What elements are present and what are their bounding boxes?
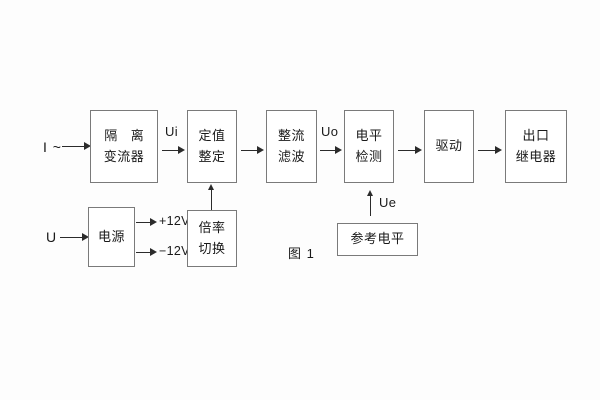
rail-positive-label: +12V	[159, 214, 190, 228]
block-ratio-switch-line1: 倍率	[198, 220, 226, 236]
block-ratio-switch[interactable]: 倍率 切换	[187, 210, 237, 267]
rail-negative-head	[150, 248, 157, 256]
block-setting-line1: 定值	[198, 128, 226, 144]
block-level-detect-line1: 电平	[355, 128, 383, 144]
arrow-ratio-setting-head	[208, 184, 214, 190]
arrow-setting-rectify-line	[241, 150, 259, 151]
block-level-detect-line2: 检测	[355, 148, 383, 164]
rail-positive-line	[136, 222, 152, 223]
block-setting[interactable]: 定值 整定	[187, 110, 237, 183]
arrow-ui-head	[178, 146, 185, 154]
arrow-ui-line	[162, 150, 180, 151]
rail-positive-head	[150, 218, 157, 226]
voltage-input-label: U	[46, 229, 57, 245]
arrow-current-head	[84, 142, 91, 150]
arrow-uo-line	[320, 150, 337, 151]
arrow-ratio-setting-line	[211, 190, 212, 210]
arrow-driver-relay-line	[478, 150, 497, 151]
block-isolation-ct-line2: 变流器	[103, 148, 145, 164]
block-ratio-switch-line2: 切换	[198, 240, 226, 256]
block-driver-line1: 驱动	[435, 138, 463, 154]
arrow-current-line	[62, 146, 86, 147]
block-setting-line2: 整定	[198, 148, 226, 164]
arrow-level-driver-line	[398, 150, 417, 151]
block-rectify-filter-line2: 滤波	[277, 148, 305, 164]
block-power-supply[interactable]: 电源	[88, 207, 135, 267]
block-power-supply-line1: 电源	[97, 228, 125, 244]
signal-label-ue: Ue	[379, 195, 397, 210]
arrow-driver-relay-head	[495, 146, 502, 154]
arrow-uo-head	[335, 146, 342, 154]
arrow-voltage-head	[82, 233, 89, 241]
block-rectify-filter-line1: 整流	[277, 128, 305, 144]
block-isolation-ct[interactable]: 隔 离 变流器	[90, 110, 158, 183]
block-isolation-ct-line1: 隔 离	[104, 128, 149, 144]
signal-label-ui: Ui	[165, 124, 178, 139]
arrow-voltage-line	[60, 237, 84, 238]
block-level-detect[interactable]: 电平 检测	[344, 110, 394, 183]
arrow-level-driver-head	[415, 146, 422, 154]
signal-label-uo: Uo	[321, 124, 339, 139]
arrow-ue-line	[370, 196, 371, 216]
current-input-label: I ~	[43, 139, 62, 155]
block-output-relay[interactable]: 出口 继电器	[505, 110, 567, 183]
rail-negative-line	[136, 252, 152, 253]
rail-negative-label: −12V	[159, 244, 190, 258]
block-driver[interactable]: 驱动	[424, 110, 474, 183]
arrow-setting-rectify-head	[257, 146, 264, 154]
arrow-ue-head	[367, 190, 373, 196]
block-reference-level-line1: 参考电平	[350, 231, 405, 247]
block-output-relay-line2: 继电器	[515, 148, 557, 164]
block-rectify-filter[interactable]: 整流 滤波	[266, 110, 317, 183]
block-output-relay-line1: 出口	[522, 128, 550, 144]
block-reference-level[interactable]: 参考电平	[337, 223, 418, 256]
figure-caption: 图 1	[288, 246, 315, 261]
